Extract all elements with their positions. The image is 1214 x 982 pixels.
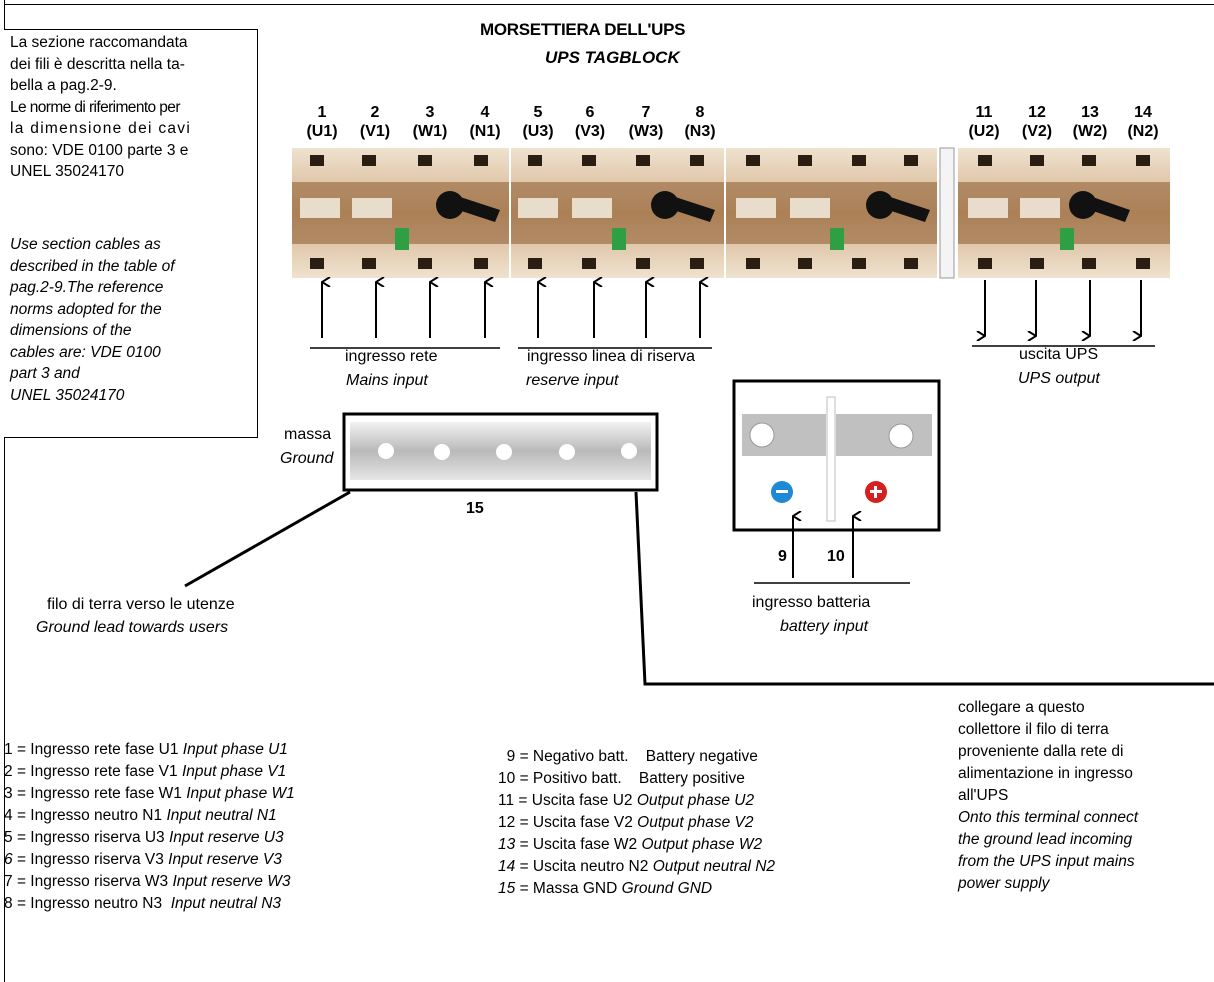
battery bbox=[732, 379, 941, 532]
page-frame-top bbox=[4, 4, 1214, 5]
note-line: La sezione raccomandata bbox=[10, 34, 188, 51]
note-english: Use section cables as described in the t… bbox=[10, 234, 250, 406]
legend-item-8: 8 = Ingresso neutro N3 Input neutral N3 bbox=[4, 895, 282, 912]
ground-bar bbox=[342, 412, 659, 492]
note-line: collegare a questo bbox=[958, 699, 1085, 716]
note-line: part 3 and bbox=[10, 365, 80, 382]
ground-connect-note: collegare a questo collettore il filo di… bbox=[958, 697, 1138, 895]
note-line: cables are: VDE 0100 bbox=[10, 343, 161, 361]
note-line: Onto this terminal connect bbox=[958, 809, 1139, 826]
legend-item-3: 3 = Ingresso rete fase W1 Input phase W1 bbox=[4, 785, 295, 802]
terminal-label-11: 11(U2) bbox=[968, 104, 1000, 140]
terminal-label-5: 5(U3) bbox=[522, 104, 554, 140]
mains-input-label: ingresso rete bbox=[345, 348, 438, 365]
note-italian: La sezione raccomandata dei fili è descr… bbox=[10, 32, 250, 183]
legend-item-11: 11 = Uscita fase U2 Output phase U2 bbox=[498, 792, 755, 809]
terminal-label-12: 12(V2) bbox=[1021, 104, 1053, 140]
legend-item-6: 6 = Ingresso riserva V3 Input reserve V3 bbox=[4, 851, 282, 868]
note-line: bella a pag.2-9. bbox=[10, 77, 117, 94]
legend-other-terminals: 9 = Negativo batt. Battery negative 10 =… bbox=[498, 746, 775, 900]
legend-item-2: 2 = Ingresso rete fase V1 Input phase V1 bbox=[4, 763, 287, 780]
legend-item-13: 13 = Uscita fase W2 Output phase W2 bbox=[498, 836, 763, 853]
page-frame-left bbox=[4, 0, 5, 982]
terminal-label-13: 13(W2) bbox=[1072, 104, 1108, 140]
battery-input-label-en: battery input bbox=[780, 618, 869, 635]
legend-item-14: 14 = Uscita neutro N2 Output neutral N2 bbox=[498, 858, 776, 875]
legend-input-terminals: 1 = Ingresso rete fase U1 Input phase U1… bbox=[4, 739, 295, 915]
note-line: proveniente dalla rete di bbox=[958, 743, 1124, 760]
diagram-subtitle: UPS TAGBLOCK bbox=[545, 48, 680, 67]
terminal-label-3: 3(W1) bbox=[412, 104, 448, 140]
note-line: UNEL 35024170 bbox=[10, 386, 125, 404]
terminal-label-6: 6(V3) bbox=[574, 104, 606, 140]
note-line: alimentazione in ingresso bbox=[958, 765, 1133, 782]
battery-terminal-10: 10 bbox=[827, 548, 845, 565]
note-line: Use section cables as bbox=[10, 236, 161, 253]
note-line: pag.2-9.The reference bbox=[10, 279, 164, 296]
battery-input-label: ingresso batteria bbox=[752, 594, 871, 611]
ups-output-label-en: UPS output bbox=[1018, 370, 1100, 387]
legend-item-5: 5 = Ingresso riserva U3 Input reserve U3 bbox=[4, 829, 284, 846]
note-line: norms adopted for the bbox=[10, 300, 162, 318]
legend-item-1: 1 = Ingresso rete fase U1 Input phase U1 bbox=[4, 741, 288, 758]
ground-lead-line bbox=[184, 490, 351, 588]
terminal-label-7: 7(W3) bbox=[628, 104, 664, 140]
ground-lead-label-en: Ground lead towards users bbox=[36, 619, 229, 636]
output-arrows bbox=[985, 280, 1142, 336]
battery-terminal-9: 9 bbox=[778, 548, 787, 565]
legend-item-9: 9 = Negativo batt. Battery negative bbox=[506, 748, 758, 765]
cable-section-note: La sezione raccomandata dei fili è descr… bbox=[4, 29, 258, 438]
legend-item-7: 7 = Ingresso riserva W3 Input reserve W3 bbox=[4, 873, 291, 890]
battery-arrows bbox=[792, 516, 853, 578]
note-line: described in the table of bbox=[10, 257, 175, 275]
note-line: Le norme di riferimento per bbox=[10, 98, 180, 116]
terminal-label-14: 14(N2) bbox=[1127, 104, 1159, 140]
reserve-input-label-en: reserve input bbox=[526, 372, 619, 389]
terminal-label-1: 1(U1) bbox=[306, 104, 338, 140]
terminal-label-8: 8(N3) bbox=[684, 104, 716, 140]
terminal-label-4: 4(N1) bbox=[469, 104, 501, 140]
terminal-block-output bbox=[958, 148, 1170, 278]
terminal-label-2: 2(V1) bbox=[359, 104, 391, 140]
note-line: UNEL 35024170 bbox=[10, 163, 125, 180]
terminal-block-input bbox=[292, 148, 937, 278]
ground-label: massa bbox=[284, 426, 332, 443]
ground-connect-line bbox=[634, 491, 1214, 686]
note-line: dimensions of the bbox=[10, 322, 132, 339]
note-line: la dimensione dei cavi bbox=[10, 120, 192, 137]
note-line: all'UPS bbox=[958, 787, 1009, 804]
note-line: collettore il filo di terra bbox=[958, 721, 1109, 738]
note-line: the ground lead incoming bbox=[958, 831, 1133, 848]
diagram-title: MORSETTIERA DELL'UPS bbox=[480, 20, 686, 39]
legend-item-10: 10 = Positivo batt. Battery positive bbox=[498, 770, 745, 787]
note-line: power supply bbox=[958, 875, 1050, 892]
end-plate bbox=[939, 147, 955, 279]
input-arrows bbox=[321, 282, 700, 338]
note-line: sono: VDE 0100 parte 3 e bbox=[10, 141, 189, 159]
ground-terminal-number: 15 bbox=[466, 500, 484, 517]
ups-output-label: uscita UPS bbox=[1019, 346, 1099, 363]
ground-label-en: Ground bbox=[280, 450, 334, 467]
legend-item-4: 4 = Ingresso neutro N1 Input neutral N1 bbox=[4, 807, 277, 824]
note-line: from the UPS input mains bbox=[958, 853, 1135, 870]
legend-item-15: 15 = Massa GND Ground GND bbox=[498, 880, 713, 897]
note-line: dei fili è descritta nella ta- bbox=[10, 55, 185, 73]
legend-item-12: 12 = Uscita fase V2 Output phase V2 bbox=[498, 814, 754, 831]
mains-input-label-en: Mains input bbox=[346, 372, 428, 389]
ground-lead-label: filo di terra verso le utenze bbox=[47, 596, 235, 613]
reserve-input-label: ingresso linea di riserva bbox=[527, 348, 696, 365]
